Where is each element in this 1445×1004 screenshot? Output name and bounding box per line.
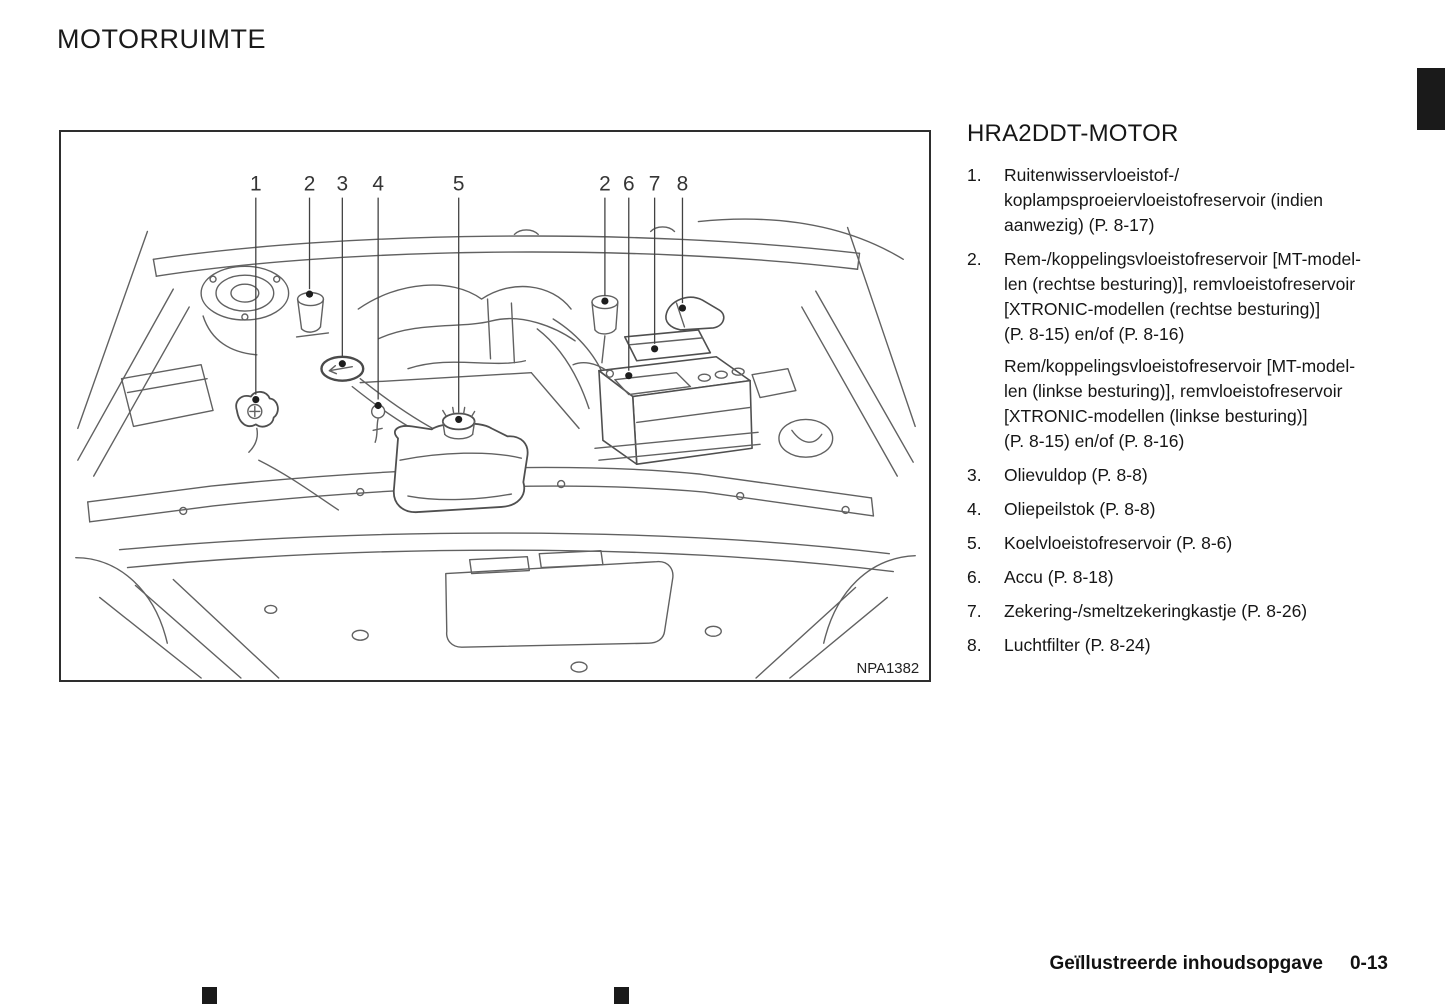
engine-bay-illustration: 1 2 3 4 5 2 6 7 8 NPA1382 [75, 173, 919, 679]
brake-reservoir-right-shape [591, 294, 619, 364]
callout-5: 5 [453, 173, 465, 196]
legend-item-text: Oliepeilstok (P. 8-8) [1004, 499, 1156, 519]
dipstick-shape [370, 404, 386, 443]
fuse-box-shape [623, 329, 712, 362]
callout-1: 1 [250, 173, 262, 196]
legend-item-text: Accu (P. 8-18) [1004, 567, 1114, 587]
page-footer: Geïllustreerde inhoudsopgave 0-13 [1050, 953, 1388, 975]
right-fender-lines [755, 290, 916, 679]
left-box-shape [120, 364, 214, 428]
callout-2-left: 2 [304, 173, 316, 196]
callout-4: 4 [372, 173, 384, 196]
legend-item-text: Zekering-/smeltzekeringkastje (P. 8-26) [1004, 601, 1308, 621]
callout-6: 6 [623, 173, 635, 196]
legend-item-1: 1. Ruitenwisservloeistof-/ koplampsproei… [967, 163, 1391, 238]
engine-hoses [258, 284, 608, 511]
legend-item-3: 3. Olievuldop (P. 8-8) [967, 463, 1391, 488]
engine-bay-figure: 1 2 3 4 5 2 6 7 8 NPA1382 [59, 130, 931, 682]
lower-cover-shape [264, 550, 722, 673]
section-edge-tab [1417, 68, 1445, 130]
callout-numbers: 1 2 3 4 5 2 6 7 8 [250, 173, 688, 196]
air-filter-shape [665, 296, 725, 331]
callout-leader-lines [255, 197, 684, 413]
binding-mark-center [614, 987, 629, 1004]
footer-page-number: 0-13 [1349, 953, 1388, 974]
legend-item-2: 2. Rem-/koppelingsvloeistofreservoir [MT… [967, 247, 1391, 454]
footer-section-label: Geïllustreerde inhoudsopgave [1049, 953, 1323, 974]
legend-item-text: Olievuldop (P. 8-8) [1004, 465, 1148, 485]
left-fender-lines [75, 288, 280, 679]
section-heading: HRA2DDT-MOTOR [967, 120, 1179, 147]
page-title: MOTORRUIMTE [57, 24, 266, 54]
legend-item-4: 4. Oliepeilstok (P. 8-8) [967, 497, 1391, 522]
legend-item-text: Rem-/koppelingsvloeistofreservoir [MT-mo… [1004, 249, 1361, 344]
washer-cap-shape [235, 391, 279, 453]
battery-shape [572, 355, 761, 465]
coolant-reservoir-shape [392, 406, 529, 513]
legend-item-text: Ruitenwisservloeistof-/ koplampsproeierv… [1004, 165, 1324, 235]
binding-mark-left [202, 987, 217, 1004]
callout-3: 3 [337, 173, 349, 196]
legend-item-7: 7. Zekering-/smeltzekeringkastje (P. 8-2… [967, 599, 1391, 624]
legend-item-number: 1. [967, 165, 982, 185]
legend-item-number: 8. [967, 635, 982, 655]
brake-reservoir-left-shape [295, 291, 330, 338]
legend-item-text: Koelvloeistofreservoir (P. 8-6) [1004, 533, 1233, 553]
callout-8: 8 [677, 173, 689, 196]
legend-item-6: 6. Accu (P. 8-18) [967, 565, 1391, 590]
strut-tower-shape [200, 265, 290, 356]
callout-7: 7 [649, 173, 661, 196]
cowl-lines [77, 218, 916, 430]
legend-item-text: Luchtfilter (P. 8-24) [1004, 635, 1151, 655]
legend-item-5: 5. Koelvloeistofreservoir (P. 8-6) [967, 531, 1391, 556]
legend-item-number: 5. [967, 533, 982, 553]
legend-item-number: 3. [967, 465, 982, 485]
figure-code: NPA1382 [856, 661, 919, 677]
callout-2-right: 2 [599, 173, 611, 196]
legend-item-number: 7. [967, 601, 982, 621]
legend-item-text: Rem/koppelingsvloeistofreservoir [MT-mod… [1004, 356, 1356, 451]
legend-item-8: 8. Luchtfilter (P. 8-24) [967, 633, 1391, 658]
legend-item-number: 6. [967, 567, 982, 587]
legend-item-number: 2. [967, 249, 982, 269]
legend-item-number: 4. [967, 499, 982, 519]
callout-dots [252, 290, 687, 424]
legend-column: HRA2DDT-MOTOR 1. Ruitenwisservloeistof-/… [967, 120, 1391, 667]
right-mount-shape [751, 368, 834, 458]
